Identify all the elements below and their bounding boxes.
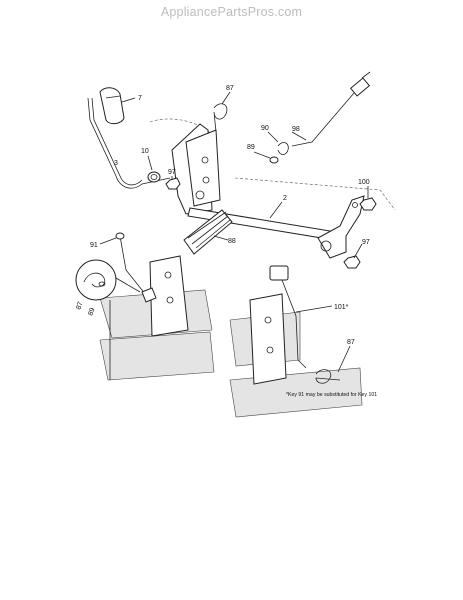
flat-washer — [269, 156, 279, 164]
phantom-line — [149, 118, 216, 139]
callout-3: 3 — [114, 160, 118, 167]
leader-lines — [99, 91, 369, 373]
site-watermark: AppliancePartsPros.com — [160, 5, 303, 19]
handle-grip — [99, 87, 125, 125]
callout-2: 2 — [283, 195, 287, 202]
substitution-footnote: *Key 91 may be substituted for Key 101 — [286, 392, 377, 398]
callout-87: 87 — [347, 339, 355, 346]
phantom-line — [234, 177, 396, 211]
callout-97: 97 — [362, 239, 370, 246]
callout-97: 97 — [168, 169, 176, 176]
callout-7: 7 — [138, 95, 142, 102]
lift-arm-bracket — [317, 195, 365, 259]
extension-spring — [183, 209, 233, 255]
lift-bracket — [171, 123, 221, 215]
lock-nut — [165, 177, 181, 190]
left-deck-bracket — [149, 255, 189, 337]
callout-10: 10 — [141, 148, 149, 155]
height-adjust-rod — [291, 71, 371, 147]
hex-nut — [359, 197, 377, 211]
retaining-clip — [277, 142, 289, 155]
callout-89: 89 — [87, 307, 96, 317]
callout-101: 101* — [334, 304, 349, 311]
right-deck-bracket — [249, 293, 287, 385]
callout-98: 98 — [292, 126, 300, 133]
callout-90: 90 — [261, 125, 269, 132]
callout-87: 87 — [75, 301, 84, 311]
handle-spring — [147, 171, 161, 183]
hairpin-clip — [213, 103, 228, 133]
lock-nut — [343, 255, 361, 269]
callout-labels: 7 87 90 98 10 89 3 97 2 100 88 91 97 87 … — [75, 85, 370, 346]
lift-handle-rod — [87, 97, 171, 189]
callout-100: 100 — [358, 179, 370, 186]
callout-87: 87 — [226, 85, 234, 92]
hairpin-clip — [315, 369, 341, 384]
deck-link — [115, 232, 157, 303]
alternate-link — [269, 265, 307, 369]
callout-88: 88 — [228, 238, 236, 245]
callout-89: 89 — [247, 144, 255, 151]
detail-callout — [75, 259, 141, 301]
lift-handle-rod-edge — [91, 97, 143, 186]
callout-91: 91 — [90, 242, 98, 249]
